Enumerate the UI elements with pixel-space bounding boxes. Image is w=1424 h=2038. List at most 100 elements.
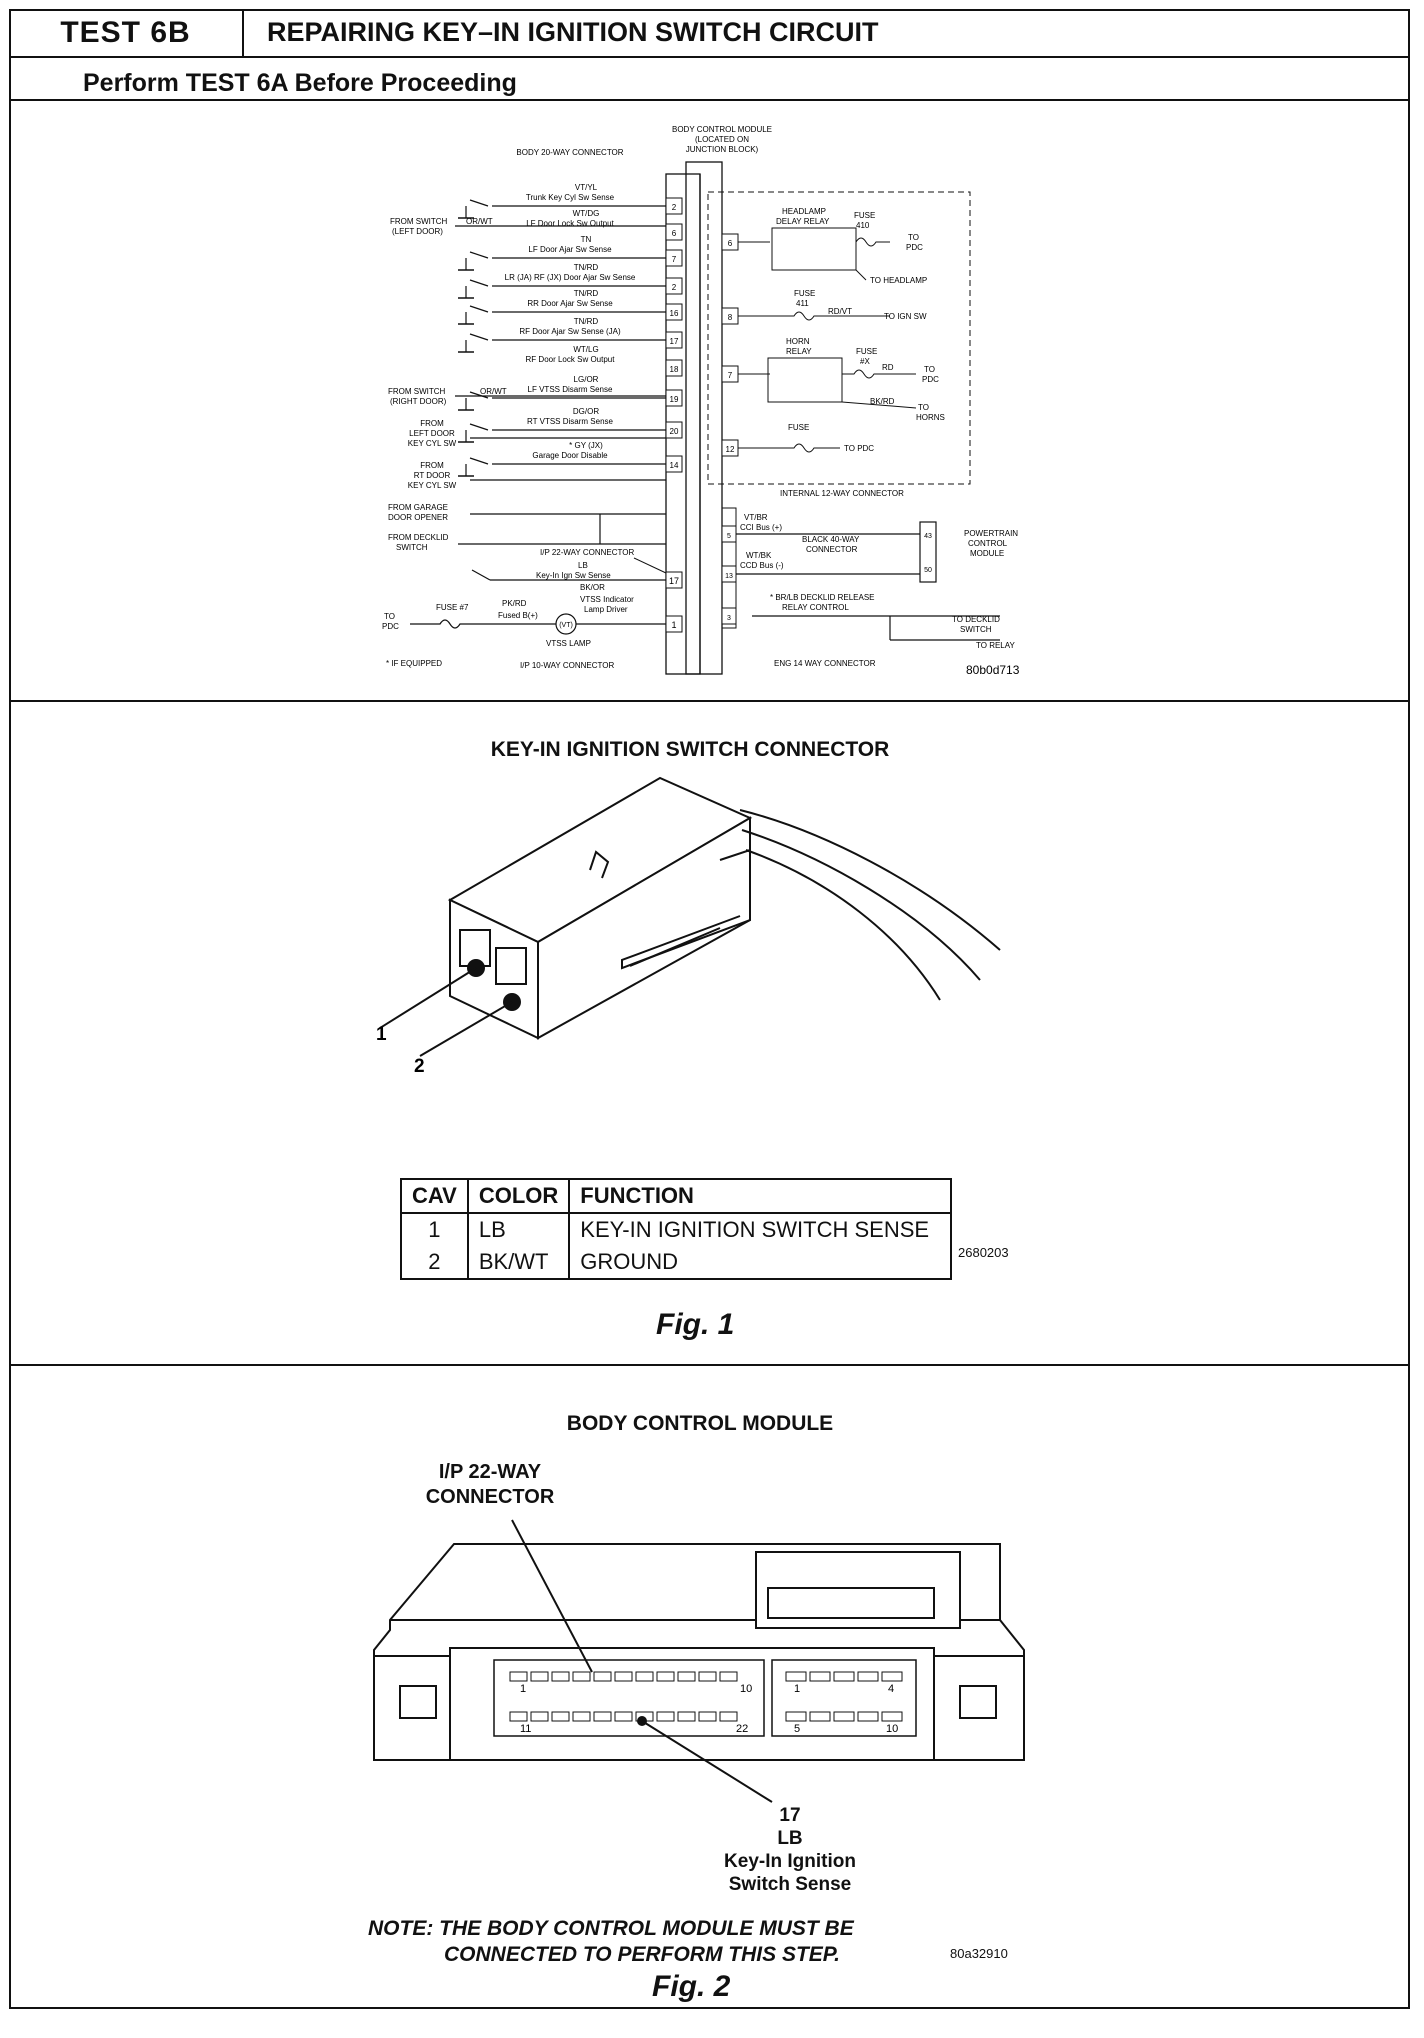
connector-pin — [509, 1711, 528, 1722]
cell-function: GROUND — [568, 1246, 953, 1280]
header: TEST 6B REPAIRING KEY–IN IGNITION SWITCH… — [9, 9, 1410, 99]
pdc-a: PDC — [382, 622, 399, 631]
pin-box — [665, 303, 683, 321]
bkor-func-1: VTSS Indicator — [580, 595, 634, 604]
wire-color: TN/RD — [574, 317, 599, 326]
pin-1: 1 — [671, 620, 676, 630]
garage-1: FROM GARAGE — [388, 503, 448, 512]
fuse-x: #X — [860, 357, 870, 366]
fig1-code: 2680203 — [958, 1245, 1009, 1260]
horn-relay-2: RELAY — [786, 347, 812, 356]
lb-wire: LB — [578, 561, 588, 570]
wire-color: TN/RD — [574, 289, 599, 298]
fig1-title: KEY-IN IGNITION SWITCH CONNECTOR — [490, 738, 890, 761]
wtbk-wire: WT/BK — [746, 551, 772, 560]
pin-box — [665, 389, 683, 407]
from-rt: FROM — [420, 461, 444, 470]
decklid-2: SWITCH — [396, 543, 428, 552]
bkrd-wire: BK/RD — [870, 397, 895, 406]
connector-pin — [551, 1711, 570, 1722]
pcm-label-3: MODULE — [970, 549, 1004, 558]
connector-pin — [809, 1671, 831, 1682]
pin-q5-label: 5 — [794, 1723, 800, 1735]
connector-pin — [572, 1711, 591, 1722]
switch-contact — [469, 199, 489, 207]
connector-pin — [614, 1671, 633, 1682]
fuse-410-label: FUSE — [854, 211, 875, 220]
cell-cav: 2 — [400, 1246, 469, 1280]
switch-contact — [469, 391, 489, 399]
connector-pin — [698, 1671, 717, 1682]
pin-number: 17 — [670, 337, 679, 346]
pin-22-label: 22 — [736, 1723, 748, 1735]
pin-q4-label: 4 — [888, 1683, 894, 1695]
connector-pin — [785, 1671, 807, 1682]
connector-pin — [833, 1711, 855, 1722]
pdc-c: PDC — [922, 375, 939, 384]
fig2-code: 80a32910 — [950, 1946, 1008, 1961]
pin-box — [665, 197, 683, 215]
callout-color: LB — [777, 1828, 803, 1849]
wire-color: * GY (JX) — [569, 441, 603, 450]
fuse-411: 411 — [796, 299, 809, 308]
rt-door: RT DOOR — [414, 471, 451, 480]
cci-bus: CCI Bus (+) — [740, 523, 782, 532]
pcm-pin-number: 3 — [727, 615, 731, 622]
pin-box — [665, 421, 683, 439]
wire-color: TN — [581, 235, 592, 244]
divider — [9, 1364, 1410, 1366]
if-equipped: * IF EQUIPPED — [386, 659, 442, 668]
schematic-code: 80b0d713 — [966, 663, 1020, 677]
pcm-right-pin: 50 — [924, 567, 932, 574]
wire-function: RT VTSS Disarm Sense — [527, 417, 614, 426]
bcm-label-2: (LOCATED ON — [695, 135, 749, 144]
wire-function: Trunk Key Cyl Sw Sense — [526, 193, 615, 202]
cell-color: BK/WT — [466, 1246, 571, 1280]
switch-contact — [469, 457, 489, 465]
note: NOTE: THE BODY CONTROL MODULE MUST BE CO… — [368, 1916, 854, 1968]
wire-color: WT/DG — [573, 209, 600, 218]
rdvt-wire: RD/VT — [828, 307, 852, 316]
relay-pin-number: 6 — [728, 239, 733, 248]
connector-pin — [551, 1671, 570, 1682]
connector-pin — [833, 1671, 855, 1682]
wire-color: VT/YL — [575, 183, 598, 192]
fig1-caption: Fig. 1 — [656, 1308, 735, 1341]
wire-function: LF Door Ajar Sw Sense — [528, 245, 612, 254]
fig2-title: BODY CONTROL MODULE — [566, 1412, 834, 1435]
switch-contact — [469, 423, 489, 431]
lf-door: LEFT DOOR — [409, 429, 455, 438]
lb-pin: 17 — [669, 576, 679, 586]
pin-q1-label: 1 — [794, 1683, 800, 1695]
connector-pins — [509, 1671, 903, 1722]
col-cav: CAV — [400, 1178, 469, 1214]
pdc-b: PDC — [906, 243, 923, 252]
internal-conn: INTERNAL 12-WAY CONNECTOR — [780, 489, 904, 498]
pin-number: 18 — [670, 365, 679, 374]
pcm-pin-box — [721, 607, 737, 625]
fuse-x-label: FUSE — [856, 347, 877, 356]
connector-pin — [656, 1711, 675, 1722]
wire-function: LF VTSS Disarm Sense — [528, 385, 613, 394]
connector-pin — [698, 1711, 717, 1722]
wire-color: TN/RD — [574, 263, 599, 272]
pcm-label-2: CONTROL — [968, 539, 1008, 548]
to-pdc-b: TO — [908, 233, 919, 242]
wire-color: LG/OR — [574, 375, 599, 384]
connector-pin — [572, 1671, 591, 1682]
cavity-table: CAV COLOR FUNCTION 1 LB KEY-IN IGNITION … — [400, 1178, 953, 1280]
divider — [9, 99, 1410, 101]
ip-conn-leader — [633, 557, 667, 574]
fuse-b-label: FUSE — [788, 423, 809, 432]
test-label: TEST 6B — [9, 9, 244, 58]
rd-wire: RD — [882, 363, 894, 372]
pin-box — [665, 455, 683, 473]
ip-conn-label: I/P 22-WAY CONNECTOR — [540, 548, 634, 557]
black-conn-1: BLACK 40-WAY — [802, 535, 860, 544]
black-conn-2: CONNECTOR — [806, 545, 858, 554]
wire-function: Garage Door Disable — [532, 451, 608, 460]
wire-function: RF Door Lock Sw Output — [526, 355, 616, 364]
connector-pin — [857, 1671, 879, 1682]
pcm-right-pin: 43 — [924, 533, 932, 540]
